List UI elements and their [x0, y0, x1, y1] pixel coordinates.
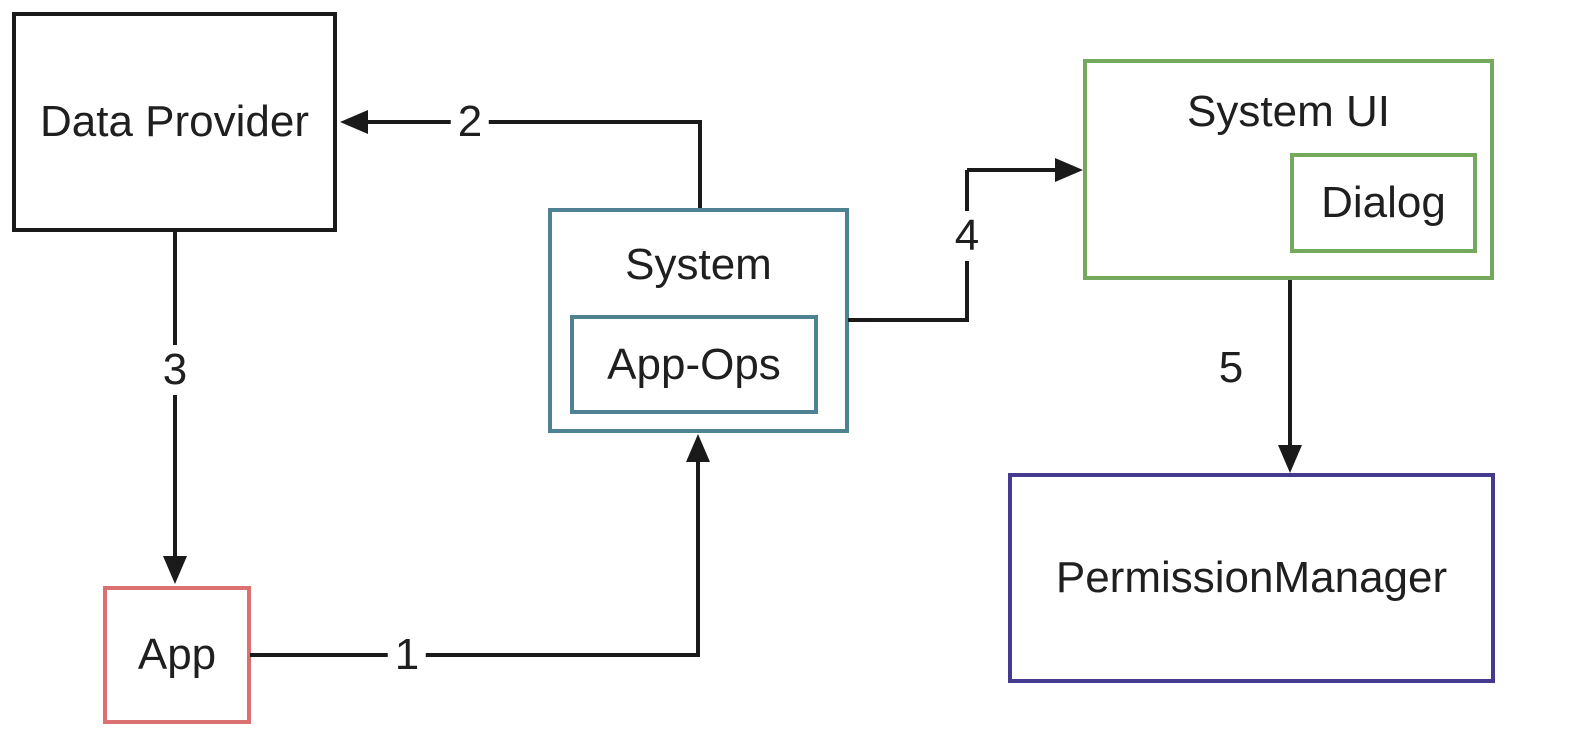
edge-1-label: 1 — [387, 630, 427, 680]
edge-1-arrowhead-up-icon — [686, 434, 710, 462]
edge-3-line-vertical — [173, 232, 177, 560]
edge-5-arrowhead-down-icon — [1278, 445, 1302, 473]
node-system-ui-label: System UI — [1187, 87, 1390, 136]
edge-4-line-horizontal-lower — [848, 318, 969, 322]
node-permission-manager: PermissionManager — [1008, 473, 1495, 683]
node-app-ops: App-Ops — [570, 315, 818, 414]
edge-2-label: 2 — [450, 97, 490, 147]
node-app: App — [103, 586, 251, 724]
node-permission-manager-label: PermissionManager — [1055, 553, 1448, 602]
node-system-label: System — [625, 240, 772, 289]
edge-4-line-horizontal-upper — [967, 168, 1059, 172]
node-system: System App-Ops — [548, 208, 849, 433]
node-data-provider-label: Data Provider — [39, 97, 309, 146]
edge-2-arrowhead-left-icon — [340, 110, 368, 134]
node-dialog-label: Dialog — [1321, 178, 1446, 227]
edge-4-arrowhead-right-icon — [1055, 158, 1083, 182]
node-system-ui: System UI Dialog — [1083, 59, 1494, 280]
edge-1-line-horizontal — [250, 653, 700, 657]
edge-5-label: 5 — [1211, 343, 1251, 393]
edge-1-line-vertical — [696, 458, 700, 657]
edge-4-label: 4 — [947, 211, 987, 261]
edge-2-line-vertical — [698, 122, 702, 208]
node-dialog: Dialog — [1290, 153, 1477, 253]
node-data-provider: Data Provider — [12, 12, 337, 232]
edge-5-line-vertical — [1288, 280, 1292, 447]
edge-3-arrowhead-down-icon — [163, 556, 187, 584]
node-app-ops-label: App-Ops — [607, 339, 781, 389]
edge-2-line-horizontal — [364, 120, 702, 124]
edge-3-label: 3 — [155, 345, 195, 395]
node-app-label: App — [137, 630, 217, 679]
